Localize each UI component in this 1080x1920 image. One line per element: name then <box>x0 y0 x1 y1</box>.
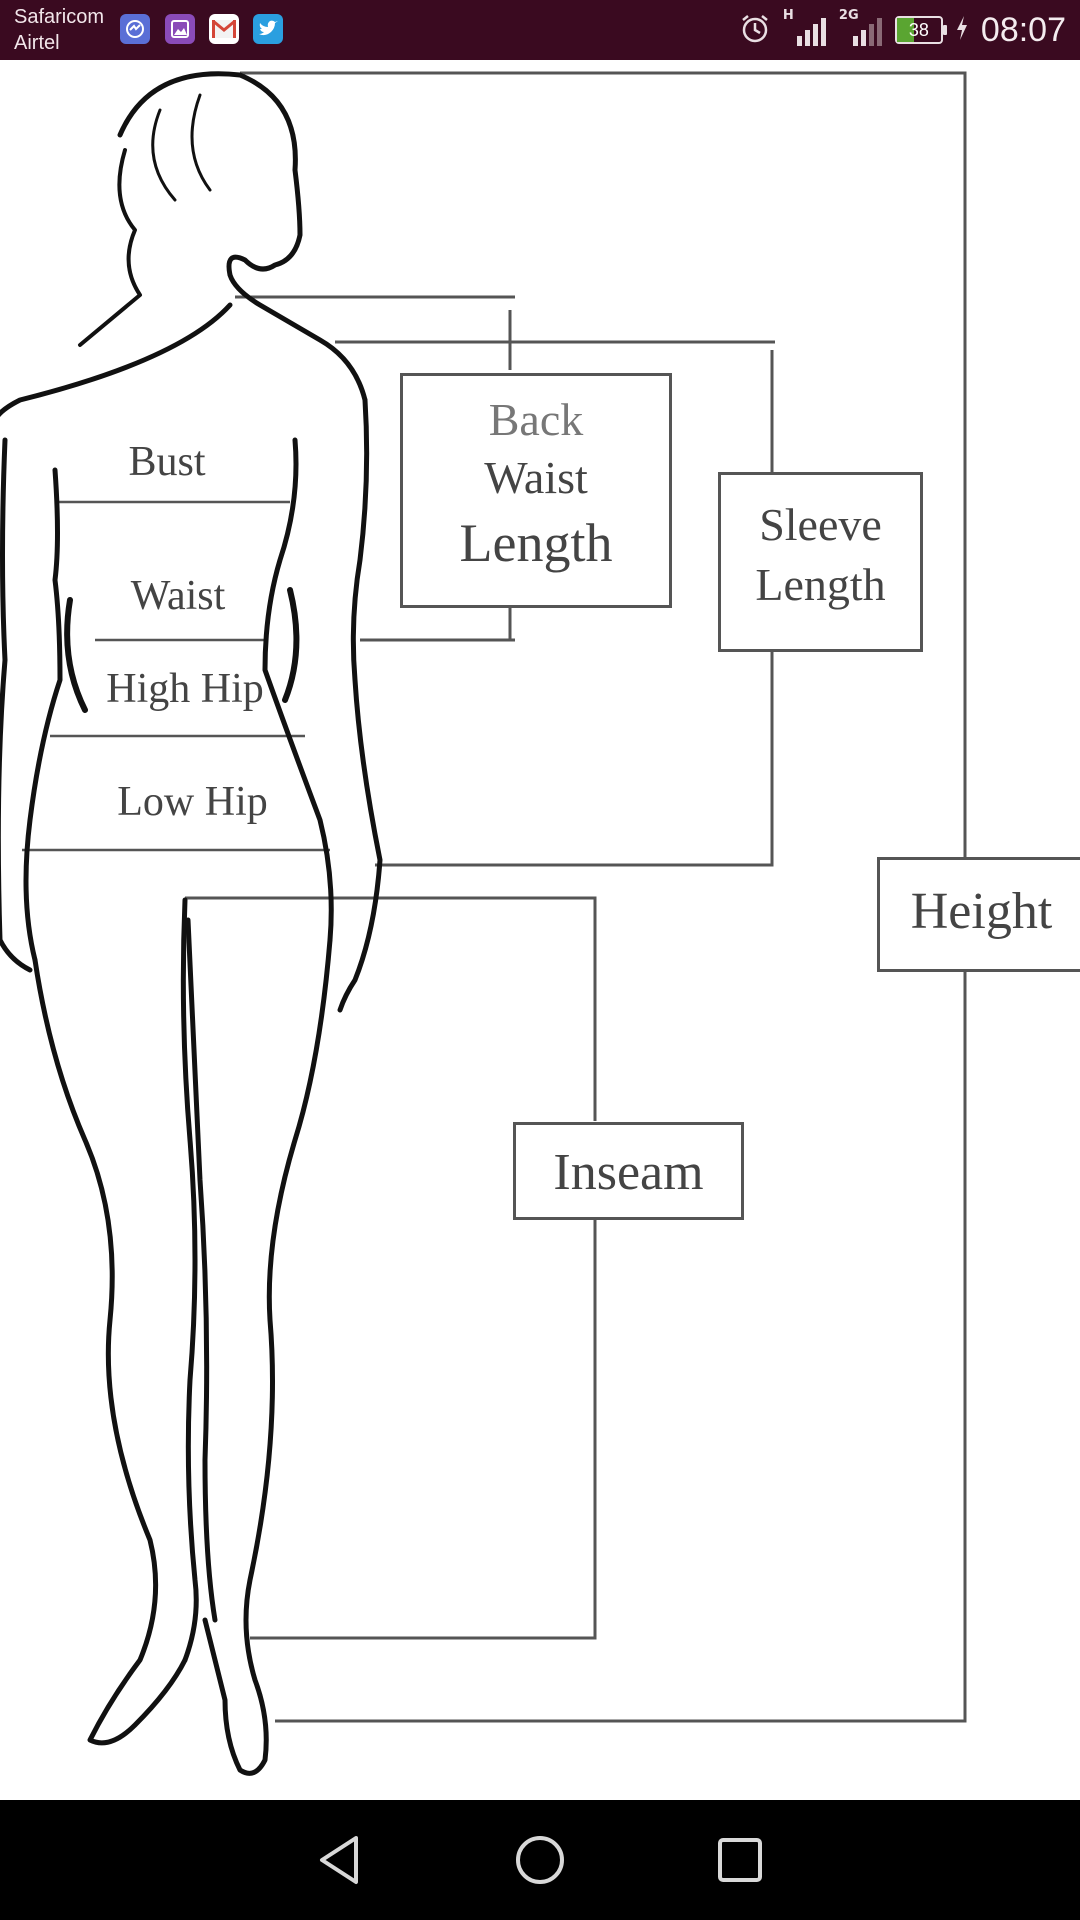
high-hip-label: High Hip <box>106 666 264 712</box>
charging-icon <box>955 15 969 45</box>
woman-figure <box>0 71 383 1776</box>
gmail-icon <box>209 14 239 44</box>
twitter-icon <box>253 14 283 44</box>
recents-button[interactable] <box>710 1830 770 1890</box>
bust-label: Bust <box>128 439 206 485</box>
battery-icon: 38 <box>894 16 947 44</box>
inseam-box: Inseam <box>513 1122 744 1220</box>
sleeve-guide-line <box>335 340 775 867</box>
signal-h-icon: H <box>782 8 827 50</box>
status-bar: Safaricom Airtel H 2G 38 08:07 <box>0 0 1080 60</box>
inseam-guide-line <box>185 896 597 1640</box>
sleeve-length-box: Sleeve Length <box>718 472 923 652</box>
image-viewer[interactable]: Bust Waist High Hip Low Hip Back Waist L… <box>0 60 1080 1800</box>
alarm-icon <box>739 12 771 48</box>
network-type-h: H <box>782 8 794 23</box>
recents-icon <box>718 1838 762 1882</box>
inseam-label: Inseam <box>553 1144 704 1201</box>
messenger-icon <box>120 14 150 44</box>
gallery-icon <box>165 14 195 44</box>
home-button[interactable] <box>510 1830 570 1890</box>
battery-level: 38 <box>908 20 929 40</box>
waist-label: Waist <box>130 573 226 619</box>
back-waist-guide-line <box>235 295 515 642</box>
back-icon <box>320 1836 358 1884</box>
battery-fill <box>896 18 914 42</box>
navigation-bar <box>0 1800 1080 1920</box>
carrier-name-primary: Safaricom <box>14 6 105 28</box>
sleeve-length-line-2: Length <box>755 559 886 610</box>
height-label: Height <box>910 883 1053 940</box>
status-indicators: H 2G 38 08:07 <box>739 0 1066 60</box>
back-waist-length-line-1: Back <box>488 394 584 445</box>
back-button[interactable] <box>310 1830 370 1890</box>
home-icon <box>516 1836 564 1884</box>
height-box: Height <box>877 857 1080 972</box>
signal-2g-icon: 2G <box>838 8 883 50</box>
back-waist-length-box: Back Waist Length <box>400 373 672 608</box>
back-waist-length-line-3: Length <box>459 513 613 573</box>
low-hip-label: Low Hip <box>117 779 268 825</box>
back-waist-length-line-2: Waist <box>484 452 588 503</box>
clock: 08:07 <box>980 10 1066 49</box>
network-type-2g: 2G <box>838 8 859 23</box>
carrier-name-secondary: Airtel <box>14 32 60 54</box>
body-measurement-diagram <box>0 71 967 1776</box>
sleeve-length-line-1: Sleeve <box>759 499 882 550</box>
